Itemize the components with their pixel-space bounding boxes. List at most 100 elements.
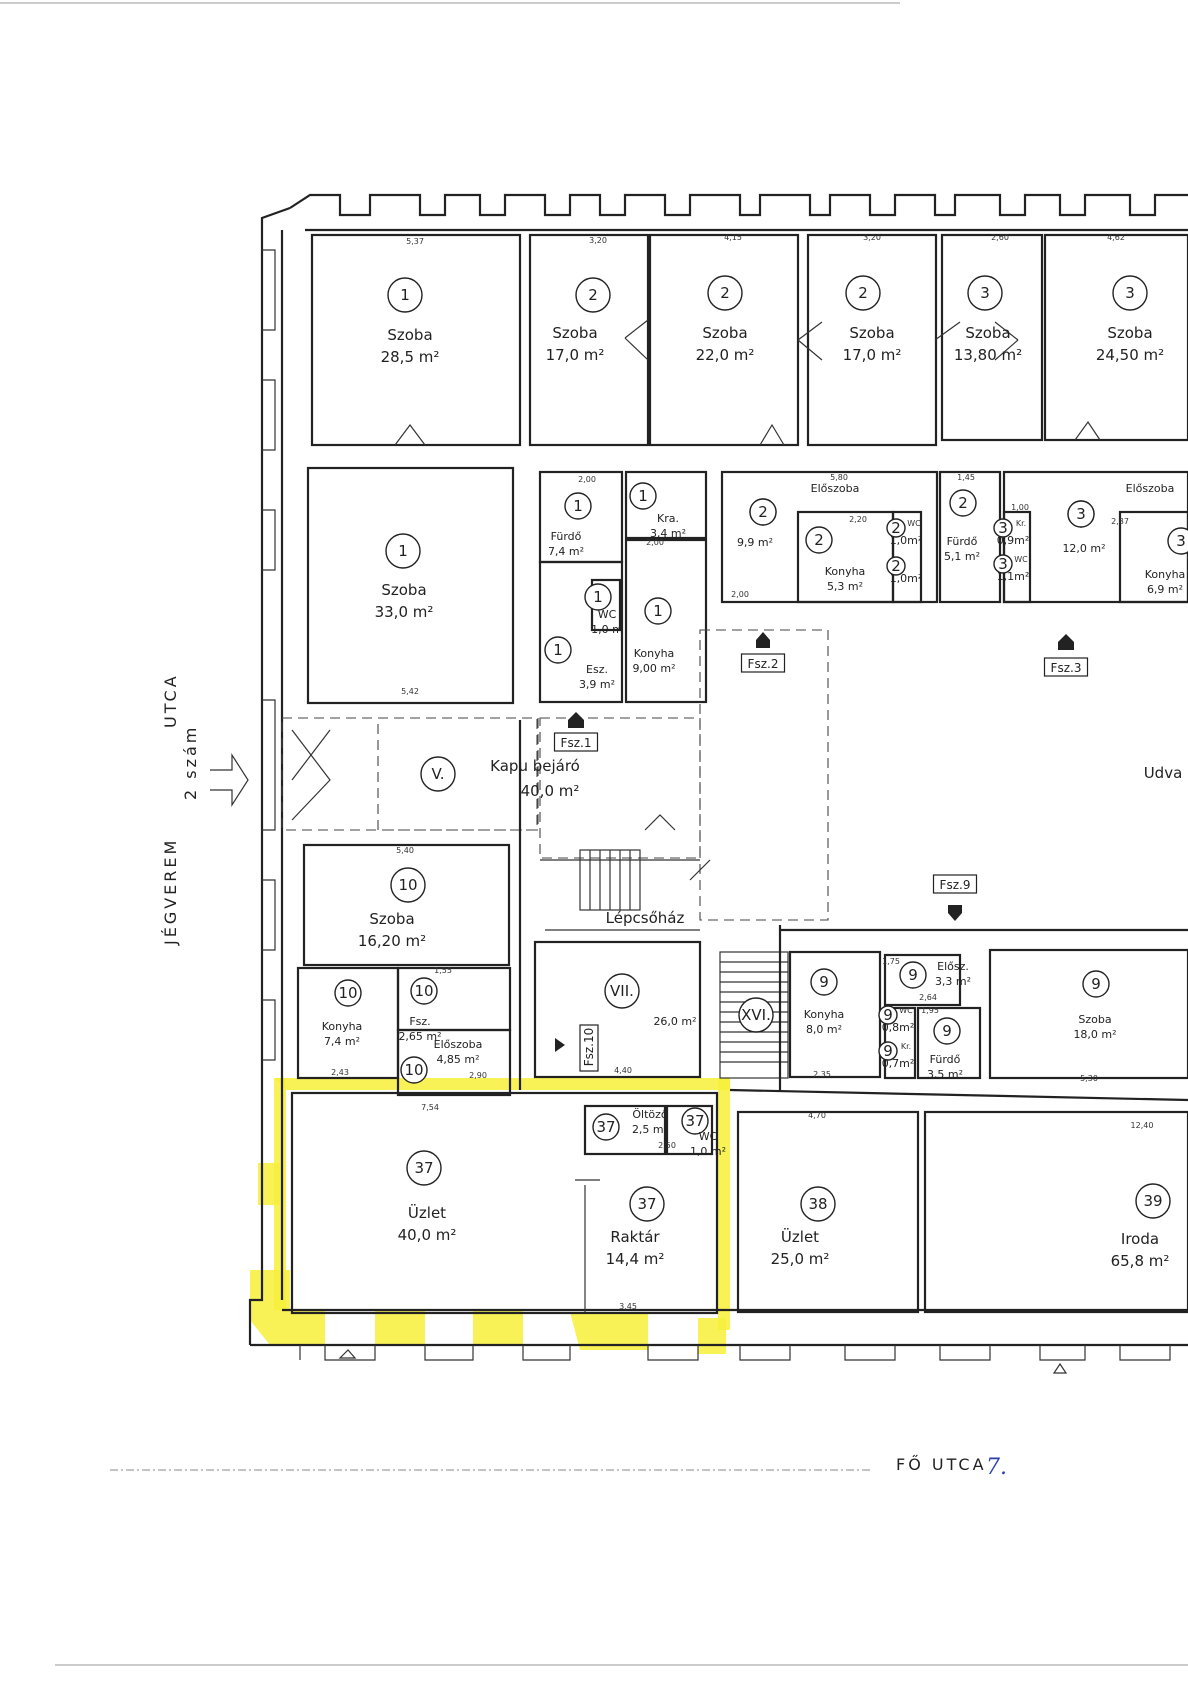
small-room-3-circle xyxy=(544,636,572,664)
wc-label-0-circle xyxy=(886,518,906,538)
room-r37a-circle xyxy=(406,1150,442,1186)
dimension-label: 1,95 xyxy=(921,1006,939,1015)
door-swings xyxy=(291,319,1101,881)
small-room-2-circle xyxy=(644,597,672,625)
small-room-15-circle xyxy=(738,997,774,1033)
dimension-label: 4,15 xyxy=(724,233,742,242)
room-name: Üzlet xyxy=(408,1203,446,1222)
small-room-21-circle xyxy=(681,1107,709,1135)
small-room-18-number: 9 xyxy=(942,1022,952,1040)
small-room-name: Fsz. xyxy=(409,1015,430,1028)
room-area: 17,0 m² xyxy=(843,346,902,364)
small-room-5: 29,9 m² xyxy=(737,498,777,549)
handwritten-house-number: 7. xyxy=(986,1455,1007,1480)
wc-area: 0,9m² xyxy=(997,534,1030,547)
small-room-12-number: 10 xyxy=(414,982,433,1000)
small-room-name: Konyha xyxy=(634,647,675,660)
small-room-area: 3,9 m² xyxy=(579,678,615,691)
small-room-name: Esz. xyxy=(586,663,608,676)
dimension-label: 2,64 xyxy=(919,993,937,1002)
wc-label-4-number: 9 xyxy=(883,1006,893,1024)
wc-area: 1,0m² xyxy=(890,534,923,547)
dimension-label: 12,40 xyxy=(1131,1121,1154,1130)
small-room-9-circle xyxy=(1067,500,1095,528)
small-room-7-circle xyxy=(949,489,977,517)
small-room-6-number: 2 xyxy=(814,531,824,549)
dimension-label: 2,00 xyxy=(731,590,749,599)
entrance-label: Fsz.9 xyxy=(940,878,971,892)
small-room-name: Előszoba xyxy=(1126,482,1175,495)
small-room-17-number: 9 xyxy=(908,966,918,984)
small-room-area: 3,4 m² xyxy=(650,527,686,540)
dimension-label: 4,40 xyxy=(614,1066,632,1075)
dimension-label: 2,00 xyxy=(578,475,596,484)
wc-name: Kr. xyxy=(1016,519,1026,528)
room-name: Üzlet xyxy=(781,1227,819,1246)
small-room-name: WC xyxy=(598,608,617,621)
room-r1b-circle xyxy=(385,533,421,569)
entrance-box xyxy=(1043,657,1089,677)
small-room-13-number: 10 xyxy=(404,1061,423,1079)
room-name: Szoba xyxy=(1107,324,1152,342)
small-room-1-circle xyxy=(629,482,657,510)
small-room-name: Szoba xyxy=(1078,1013,1111,1026)
small-room-17-circle xyxy=(899,961,927,989)
room-area: 17,0 m² xyxy=(546,346,605,364)
small-room-name: Kra. xyxy=(657,512,679,525)
small-room-5-circle xyxy=(749,498,777,526)
small-room-20-number: 37 xyxy=(596,1118,615,1136)
big-label-2: Udva xyxy=(1144,764,1183,782)
room-r37b-circle xyxy=(629,1186,665,1222)
wc-label-5-number: 9 xyxy=(883,1042,893,1060)
wc-name: Kr. xyxy=(901,1042,911,1051)
dimension-label: 4,70 xyxy=(808,1111,826,1120)
room-r3a-circle xyxy=(967,275,1003,311)
wc-label-5-circle xyxy=(878,1041,898,1061)
big-label-area: 40,0 m² xyxy=(521,782,580,800)
small-room-15: XVI. xyxy=(738,997,774,1033)
wc-name: WC xyxy=(907,519,921,528)
entrance-label: Fsz.1 xyxy=(561,736,592,750)
small-room-area: 7,4 m² xyxy=(548,545,584,558)
small-room-area: 1,0 m² xyxy=(690,1145,726,1158)
room-r2a-number: 2 xyxy=(588,286,598,304)
small-room-area: 18,0 m² xyxy=(1073,1028,1116,1041)
room-r2b-circle xyxy=(707,275,743,311)
small-room-16-circle xyxy=(810,968,838,996)
small-room-14-circle xyxy=(604,973,640,1009)
dimension-label: 4,62 xyxy=(1107,233,1125,242)
room-name: Szoba xyxy=(387,326,432,344)
small-room-area: 26,0 m² xyxy=(653,1015,696,1028)
small-room-area: 9,9 m² xyxy=(737,536,773,549)
small-room-area: 3,5 m² xyxy=(927,1068,963,1081)
wc-label-1: 21,0m² xyxy=(886,556,922,585)
small-room-18-circle xyxy=(933,1017,961,1045)
small-room-name: Konyha xyxy=(825,565,866,578)
small-room-name: Konyha xyxy=(1145,568,1186,581)
dimension-label: 3,20 xyxy=(863,233,881,242)
street-bottom-name: FŐ UTCA xyxy=(896,1454,987,1474)
room-name: Raktár xyxy=(610,1228,660,1246)
room-r37b-number: 37 xyxy=(637,1195,656,1213)
room-r3b-number: 3 xyxy=(1125,284,1135,302)
small-room-19-number: 9 xyxy=(1091,975,1101,993)
small-room-area: 2,5 m² xyxy=(632,1123,668,1136)
wc-label-4-circle xyxy=(878,1005,898,1025)
